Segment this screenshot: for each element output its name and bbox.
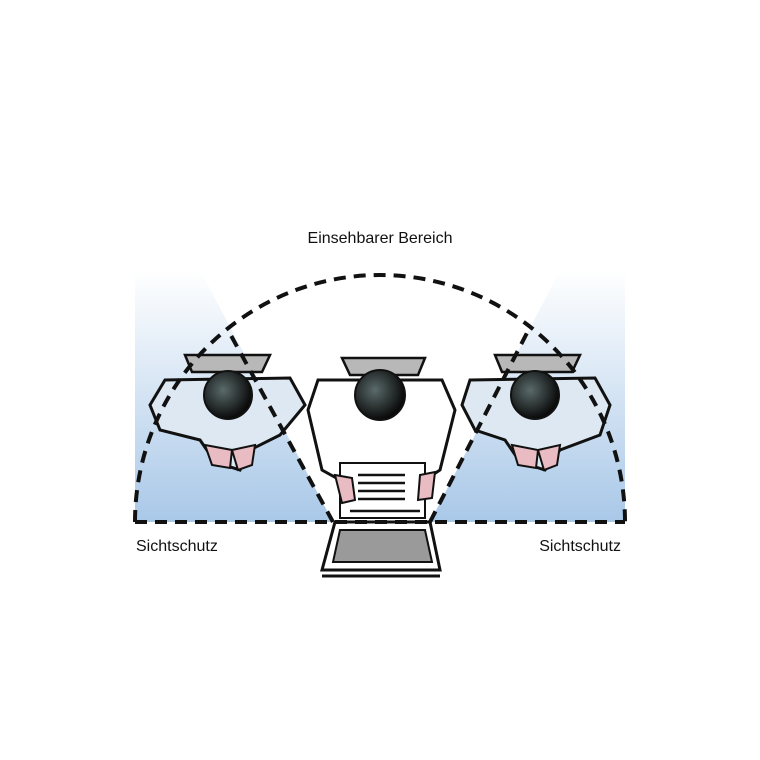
- person-center: [306, 356, 457, 519]
- privacy-label-left: Sichtschutz: [136, 538, 218, 555]
- laptop: [320, 520, 442, 578]
- person-right: [460, 353, 612, 472]
- viewing-area-outline: [133, 273, 627, 524]
- viewable-area-label: Einsehbarer Bereich: [307, 230, 453, 247]
- privacy-label-right: Sichtschutz: [539, 538, 621, 555]
